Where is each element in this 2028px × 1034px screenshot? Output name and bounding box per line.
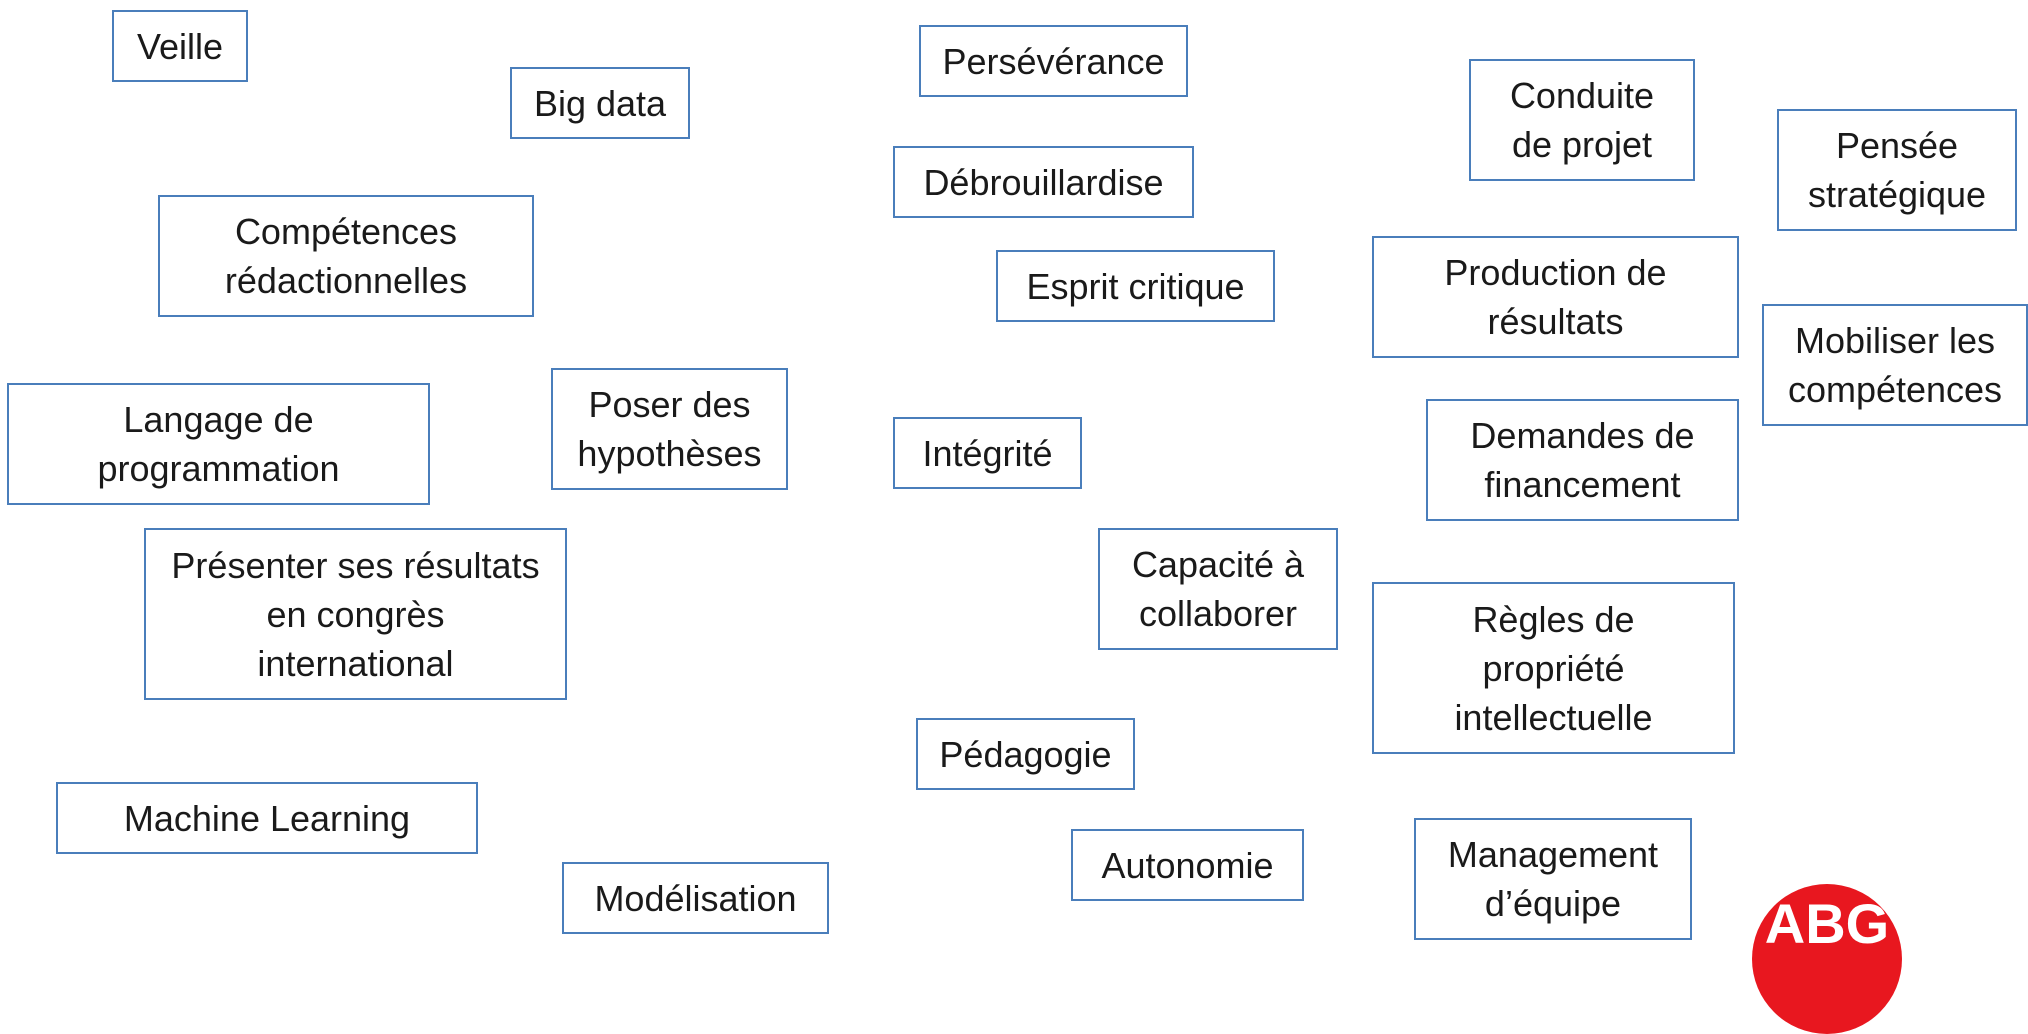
skill-box-integrite: Intégrité <box>893 417 1082 489</box>
skill-box-debrouillardise: Débrouillardise <box>893 146 1194 218</box>
skill-box-perseverance: Persévérance <box>919 25 1188 97</box>
skill-box-pensee-strategique: Pensée stratégique <box>1777 109 2017 231</box>
skill-box-autonomie: Autonomie <box>1071 829 1304 901</box>
skill-box-demandes-financement: Demandes de financement <box>1426 399 1739 521</box>
skill-box-langage-programmation: Langage de programmation <box>7 383 430 505</box>
skill-box-mobiliser-competences: Mobiliser les compétences <box>1762 304 2028 426</box>
skill-box-esprit-critique: Esprit critique <box>996 250 1275 322</box>
skill-box-management-equipe: Management d’équipe <box>1414 818 1692 940</box>
abg-logo-text: ABG <box>1764 892 1890 955</box>
skill-box-machine-learning: Machine Learning <box>56 782 478 854</box>
skill-box-regles-propriete: Règles de propriété intellectuelle <box>1372 582 1735 754</box>
skill-box-capacite-collaborer: Capacité à collaborer <box>1098 528 1338 650</box>
skill-box-production-resultats: Production de résultats <box>1372 236 1739 358</box>
skill-box-pedagogie: Pédagogie <box>916 718 1135 790</box>
skill-box-conduite-projet: Conduite de projet <box>1469 59 1695 181</box>
skill-box-veille: Veille <box>112 10 248 82</box>
skill-box-presenter-resultats: Présenter ses résultats en congrès inter… <box>144 528 567 700</box>
skill-box-poser-hypotheses: Poser des hypothèses <box>551 368 788 490</box>
abg-logo: ABG <box>1752 884 1902 1034</box>
skill-box-big-data: Big data <box>510 67 690 139</box>
skill-box-competences-redactionnelles: Compétences rédactionnelles <box>158 195 534 317</box>
skill-box-modelisation: Modélisation <box>562 862 829 934</box>
